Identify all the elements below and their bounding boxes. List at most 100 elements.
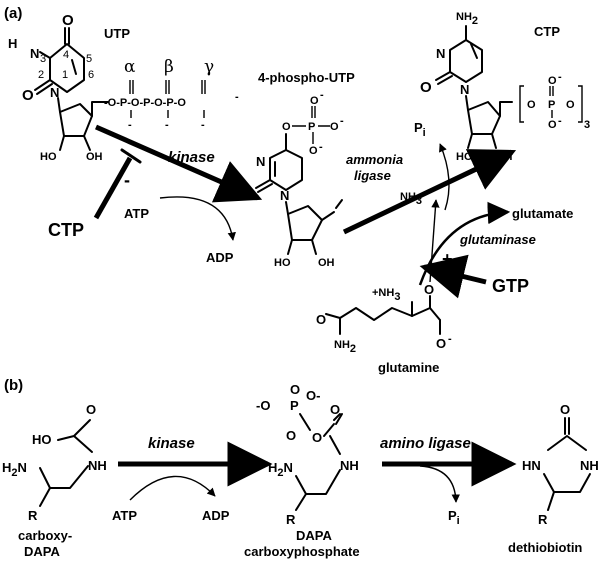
- ctp-structure: CTP NH2 N O N HO OH O P O O - O - 3: [420, 11, 590, 163]
- utp-o2: O: [22, 87, 34, 104]
- ctp-minus-top: -: [558, 71, 562, 83]
- utp-minus-alpha: -: [128, 119, 132, 131]
- dapa-cp-nh: NH: [340, 458, 359, 473]
- ctp-inhibition-line: [93, 156, 133, 220]
- utp-gamma: γ: [204, 57, 214, 77]
- glutamine-plus-nh3: +NH3: [372, 287, 400, 303]
- dapa-cp-neg-o: -O: [256, 398, 270, 413]
- dethiobiotin-structure: O HN NH R dethiobiotin: [508, 402, 599, 555]
- carboxy-dapa-structure: HO O H2N NH R carboxy- DAPA: [2, 402, 107, 559]
- glutamine-minus: -: [448, 333, 452, 345]
- atp-label-b: ATP: [112, 508, 137, 523]
- ctp-name: CTP: [534, 24, 560, 39]
- phospho-utp-p: P: [308, 121, 315, 133]
- dapa-cp-r: R: [286, 512, 296, 527]
- activation-plus-sign: +: [442, 249, 453, 269]
- glutamine-structure: +NH3 O NH2 O O - glutamine: [316, 282, 452, 375]
- glutamine-o-minus: O: [436, 336, 446, 351]
- utp-oh: OH: [86, 151, 103, 163]
- utp-h: H: [8, 36, 17, 51]
- phospho-utp-o-left: O: [282, 121, 291, 133]
- utp-n3-num: 3: [40, 53, 46, 65]
- phospho-utp-o-top: O: [310, 95, 319, 107]
- phospho-utp-o2: O: [240, 185, 252, 202]
- utp-name: UTP: [104, 26, 130, 41]
- ctp-o: O: [420, 79, 432, 96]
- carboxy-dapa-ho: HO: [32, 432, 52, 447]
- dapa-cp-p: P: [290, 398, 299, 413]
- pi-label-a: Pi: [414, 120, 426, 139]
- panel-a-label: (a): [4, 5, 22, 22]
- ctp-o-link: O: [527, 99, 536, 111]
- gtp-label: GTP: [492, 276, 529, 296]
- dapa-cp-h2n: H2N: [268, 460, 293, 479]
- phospho-utp-minus-bottom: -: [319, 141, 323, 153]
- ammonia-label: ammonia: [346, 152, 403, 167]
- amino-ligase-label: amino ligase: [380, 435, 471, 452]
- dapa-cp-name-2: carboxyphosphate: [244, 544, 360, 559]
- kinase-label-a: kinase: [168, 149, 215, 166]
- dapa-cp-name-1: DAPA: [296, 528, 332, 543]
- glutamine-name: glutamine: [378, 360, 439, 375]
- ctp-minus-bottom: -: [558, 115, 562, 127]
- phospho-utp-structure: 4-phospho-UTP O - O P O - O - O N N HO O…: [240, 70, 355, 269]
- ctp-ho: HO: [456, 151, 473, 163]
- ctp-o-top: O: [548, 75, 557, 87]
- phospho-utp-n3: N: [256, 154, 265, 169]
- pi-label-b: Pi: [448, 508, 460, 527]
- utp-structure: UTP O H N 3 4 5 2 1 6 O N HO OH -O-P-O-P…: [8, 12, 239, 163]
- dapa-cp-o-carbonyl: O: [286, 428, 296, 443]
- pi-release-arrow-b: [419, 465, 460, 503]
- utp-ho: HO: [40, 151, 57, 163]
- dapa-cp-o-minus: O-: [306, 388, 320, 403]
- utp-n1: N: [50, 85, 59, 100]
- dapa-carboxyphosphate-structure: O -O P O- O O O H2N NH R DAPA carboxypho…: [244, 382, 360, 559]
- atp-adp-arrow-b: [129, 475, 216, 501]
- ctp-n1: N: [460, 82, 469, 97]
- adp-label-b: ADP: [202, 508, 230, 523]
- ctp-o-bottom: O: [548, 119, 557, 131]
- inhibition-minus-sign: -: [124, 170, 130, 190]
- glutaminase-label: glutaminase: [459, 232, 536, 247]
- carboxy-dapa-r: R: [28, 508, 38, 523]
- phospho-utp-o-bottom: O: [309, 145, 318, 157]
- utp-phosphate-chain: -O-P-O-P-O-P-O: [104, 97, 186, 109]
- utp-c4-num: 4: [63, 49, 69, 61]
- dethiobiotin-nh: NH: [580, 458, 599, 473]
- phospho-utp-o-right: O: [330, 121, 339, 133]
- glutamine-o-amide: O: [316, 312, 326, 327]
- nh3-label: NH3: [400, 191, 422, 207]
- carboxy-dapa-name-1: carboxy-: [18, 528, 72, 543]
- utp-beta: β: [164, 57, 174, 77]
- glutaminase-arrow: [418, 201, 511, 286]
- dethiobiotin-hn: HN: [522, 458, 541, 473]
- ctp-oh: OH: [496, 151, 513, 163]
- dapa-cp-o-link: O: [312, 430, 322, 445]
- atp-adp-arrow-a: [159, 196, 236, 241]
- ctp-p: P: [548, 99, 555, 111]
- ctp-o-right: O: [566, 99, 575, 111]
- carboxy-dapa-nh: NH: [88, 458, 107, 473]
- dethiobiotin-o: O: [560, 402, 570, 417]
- utp-alpha: α: [124, 57, 136, 77]
- panel-b-label: (b): [4, 377, 23, 394]
- kinase-label-b: kinase: [148, 435, 195, 452]
- utp-n1-num: 1: [62, 69, 68, 81]
- phospho-utp-minus-right: -: [340, 115, 344, 127]
- utp-c2-num: 2: [38, 69, 44, 81]
- glutamine-nh2: NH2: [334, 339, 356, 355]
- pi-release-arrow-a: [439, 143, 450, 211]
- ctp-n: N: [436, 46, 445, 61]
- ligase-label: ligase: [354, 168, 391, 183]
- utp-c6-num: 6: [88, 69, 94, 81]
- phospho-utp-name: 4-phospho-UTP: [258, 70, 355, 85]
- dethiobiotin-r: R: [538, 512, 548, 527]
- dethiobiotin-name: dethiobiotin: [508, 540, 582, 555]
- ctp-inhibitor-label: CTP: [48, 220, 84, 240]
- kinase-arrow-a: [94, 124, 263, 203]
- carboxy-dapa-o: O: [86, 402, 96, 417]
- utp-minus-terminal: -: [235, 91, 239, 103]
- utp-minus-gamma: -: [201, 119, 205, 131]
- utp-minus-beta: -: [165, 119, 169, 131]
